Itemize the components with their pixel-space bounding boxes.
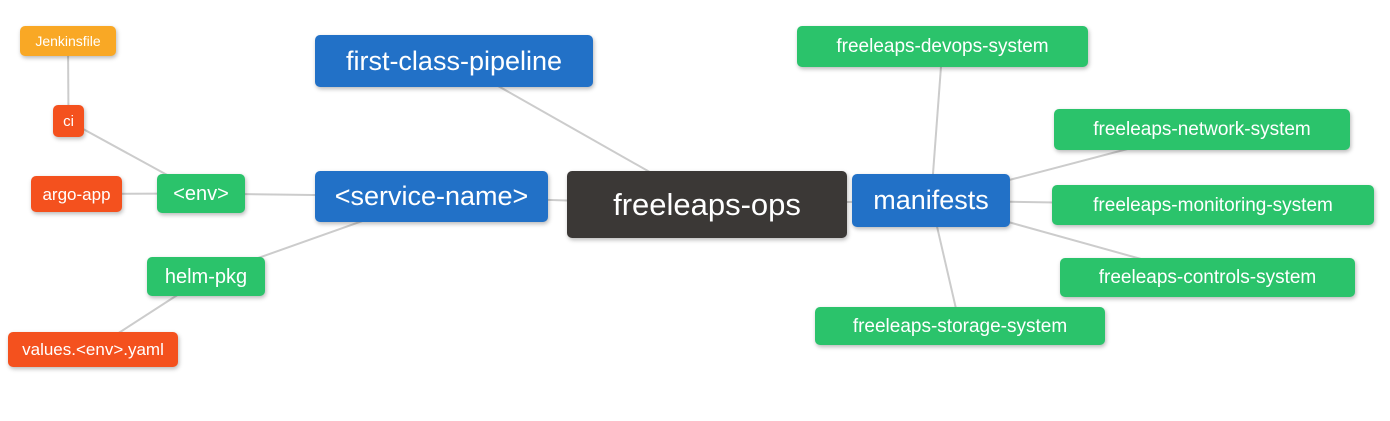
- node-label: freeleaps-ops: [613, 187, 801, 222]
- node-label: argo-app: [42, 184, 111, 204]
- node-freeleaps-controls-system[interactable]: freeleaps-controls-system: [1060, 258, 1355, 297]
- node-label: helm-pkg: [164, 265, 248, 288]
- node-label: Jenkinsfile: [35, 33, 101, 49]
- node-argo-app[interactable]: argo-app: [31, 176, 122, 212]
- node-ci[interactable]: ci: [53, 105, 84, 137]
- node-freeleaps-devops-system[interactable]: freeleaps-devops-system: [797, 26, 1088, 67]
- node-label: freeleaps-storage-system: [852, 315, 1068, 337]
- node-label: <service-name>: [334, 181, 529, 211]
- node-freeleaps-monitoring-system[interactable]: freeleaps-monitoring-system: [1052, 185, 1374, 225]
- node-freeleaps-network-system[interactable]: freeleaps-network-system: [1054, 109, 1350, 150]
- node-manifests[interactable]: manifests: [852, 174, 1010, 227]
- node-jenkinsfile[interactable]: Jenkinsfile: [20, 26, 116, 56]
- node-label: freeleaps-network-system: [1093, 119, 1311, 140]
- node-freeleaps-ops[interactable]: freeleaps-ops: [567, 171, 847, 238]
- node-first-class-pipeline[interactable]: first-class-pipeline: [315, 35, 593, 87]
- node-values-env-yaml[interactable]: values.<env>.yaml: [8, 332, 178, 367]
- node-label: <env>: [173, 182, 229, 205]
- node-service-name[interactable]: <service-name>: [315, 171, 548, 222]
- node-label: manifests: [873, 185, 989, 215]
- node-label: freeleaps-controls-system: [1098, 267, 1317, 288]
- node-env[interactable]: <env>: [157, 174, 245, 213]
- node-label: freeleaps-devops-system: [836, 36, 1049, 57]
- node-label: ci: [63, 112, 74, 130]
- node-freeleaps-storage-system[interactable]: freeleaps-storage-system: [815, 307, 1105, 345]
- node-label: freeleaps-monitoring-system: [1093, 194, 1333, 216]
- node-label: first-class-pipeline: [345, 45, 563, 76]
- node-label: values.<env>.yaml: [22, 340, 164, 359]
- node-helm-pkg[interactable]: helm-pkg: [147, 257, 265, 296]
